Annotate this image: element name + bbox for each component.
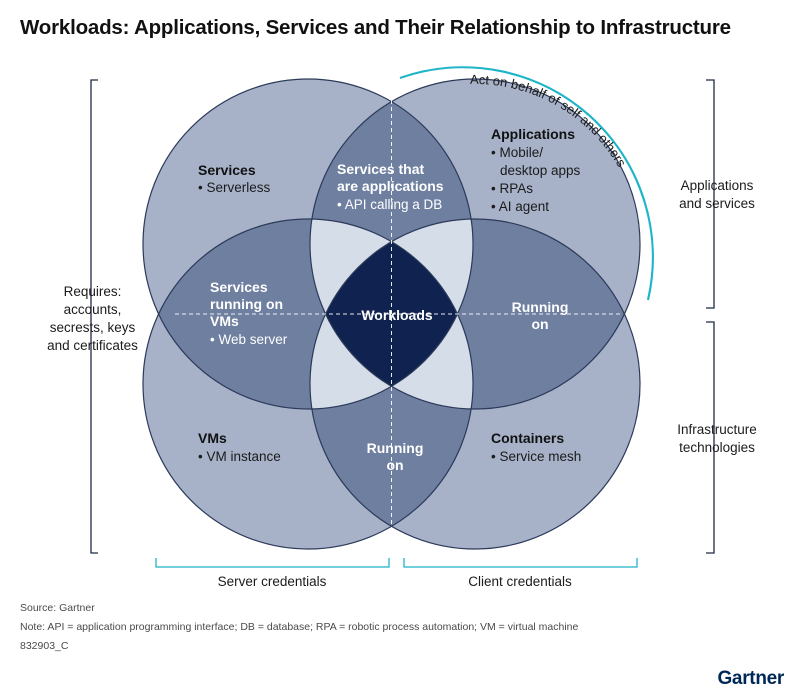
left-overlap-line-1: Services xyxy=(210,279,268,295)
dashed-dividers xyxy=(175,100,620,530)
right-top-label: Applications and services xyxy=(652,177,782,213)
applications-bullet-1: • Mobile/ xyxy=(491,145,543,160)
footer-note: Note: API = application programming inte… xyxy=(20,621,579,633)
applications-heading: Applications xyxy=(491,126,575,142)
applications-bullet-2: • RPAs xyxy=(491,181,533,196)
right-bottom-bracket xyxy=(706,321,715,554)
vms-heading: VMs xyxy=(198,430,227,446)
services-bullet-1: • Serverless xyxy=(198,180,270,195)
gartner-logo: Gartner xyxy=(717,668,784,689)
right-overlap-line-2: on xyxy=(531,316,548,332)
right-bottom-label: Infrastructure technologies xyxy=(648,421,786,457)
right-top-line-1: Applications xyxy=(680,178,754,193)
top-overlap-line-1: Services that xyxy=(337,161,424,177)
right-bottom-line-1: Infrastructure xyxy=(677,422,757,437)
footer-id: 832903_C xyxy=(20,640,69,652)
act-on-behalf-arc xyxy=(399,66,654,301)
center-workloads-region xyxy=(310,219,473,409)
bottom-left-bracket xyxy=(155,558,390,568)
bottom-right-bracket xyxy=(403,558,638,568)
left-side-line-1: Requires: xyxy=(63,284,122,299)
applications-bullet-1b: desktop apps xyxy=(500,163,581,178)
bottom-overlap-line-2: on xyxy=(386,457,403,473)
center-label: Workloads xyxy=(361,307,433,323)
footer-source: Source: Gartner xyxy=(20,602,95,614)
left-side-line-3: secrests, keys xyxy=(49,320,136,335)
left-side-line-4: and certificates xyxy=(47,338,138,353)
bottom-right-label: Client credentials xyxy=(468,574,572,589)
left-side-line-2: accounts, xyxy=(63,302,122,317)
bottom-overlap-line-1: Running xyxy=(367,440,424,456)
applications-bullet-3: • AI agent xyxy=(491,199,549,214)
top-overlap-bullet: • API calling a DB xyxy=(337,197,442,212)
right-bottom-line-2: technologies xyxy=(679,440,755,455)
left-bracket xyxy=(90,79,98,554)
top-overlap-line-2: are applications xyxy=(337,178,444,194)
right-top-line-2: and services xyxy=(679,196,755,211)
brackets xyxy=(90,79,715,568)
right-overlap-line-1: Running xyxy=(512,299,569,315)
services-heading: Services xyxy=(198,162,256,178)
left-overlap-line-2: running on xyxy=(210,296,283,312)
right-top-bracket xyxy=(706,79,715,309)
containers-bullet-1: • Service mesh xyxy=(491,449,581,464)
left-side-label: Requires: accounts, secrests, keys and c… xyxy=(20,283,165,355)
left-overlap-line-3: VMs xyxy=(210,313,239,329)
left-overlap-bullet: • Web server xyxy=(210,332,288,347)
containers-heading: Containers xyxy=(491,430,564,446)
circle-outlines xyxy=(142,78,641,550)
figure-title: Workloads: Applications, Services and Th… xyxy=(20,16,731,39)
bottom-left-label: Server credentials xyxy=(218,574,327,589)
vms-bullet-1: • VM instance xyxy=(198,449,281,464)
